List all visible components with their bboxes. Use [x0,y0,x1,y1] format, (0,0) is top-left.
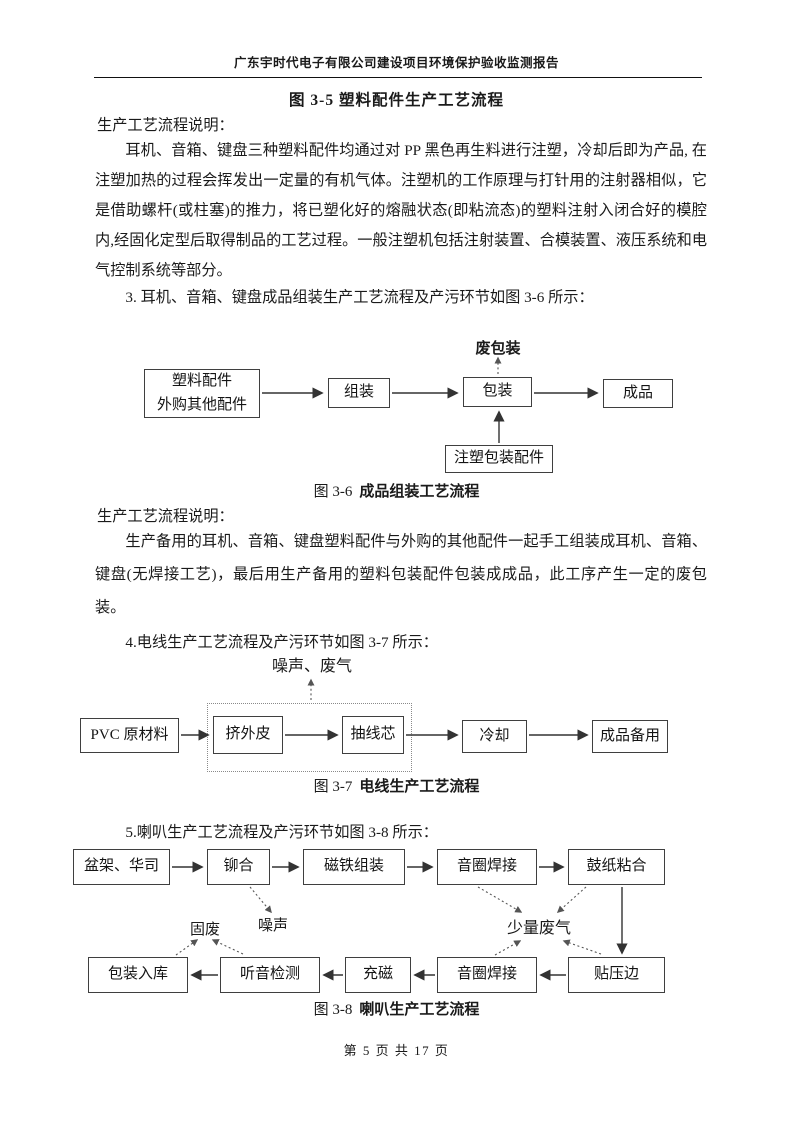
figure-3-7-caption-text: 电线生产工艺流程 [359,779,480,795]
fig36-node-plastic-parts: 塑料配件 外购其他配件 [144,369,260,418]
fig38-noise-label: 噪声 [258,918,289,934]
arrow-rivet-to-noise [249,886,272,914]
fig37-noise-gas-label: 噪声、废气 [272,658,353,675]
figure-3-6-caption-text: 成品组装工艺流程 [359,484,480,500]
figure-3-6-caption-number: 图 3-6 [313,484,353,500]
process-note-label-1: 生产工艺流程说明： [97,117,234,134]
fig37-node-extrude-sheath: 挤外皮 [213,716,283,754]
figure-3-7-caption-number: 图 3-7 [313,779,353,795]
figure-3-8-caption-text: 喇叭生产工艺流程 [359,1002,480,1018]
fig36-node-plastic-parts-line2: 外购其他配件 [156,396,247,413]
fig38-node-edge-press: 贴压边 [568,957,665,993]
assembly-heading: 3. 耳机、音箱、键盘成品组装生产工艺流程及产污环节如图 3-6 所示： [125,289,594,306]
fig38-node-voice-coil-weld-top: 音圈焊接 [437,849,537,885]
fig38-node-magnetize: 充磁 [345,957,411,993]
fig37-node-draw-core: 抽线芯 [342,716,404,754]
figure-3-5-title: 图 3-5 塑料配件生产工艺流程 [289,92,504,109]
arrow-weld2-to-gas [494,940,522,956]
fig36-node-plastic-parts-line1: 塑料配件 [171,373,232,390]
page-number-footer: 第 5 页 共 17 页 [343,1043,450,1058]
arrow-listen-to-solidwaste [211,939,244,955]
fig36-node-pack: 包装 [463,377,532,407]
fig38-node-frame-washer: 盆架、华司 [73,849,170,885]
figure-3-7-caption: 图 3-7 电线生产工艺流程 [0,775,793,796]
fig38-gas-label: 少量废气 [507,920,572,937]
fig36-node-molded-packing-parts: 注塑包装配件 [445,445,553,473]
arrow-cone-to-gas [556,886,587,913]
injection-paragraph: 耳机、音箱、键盘三种塑料配件均通过对 PP 黑色再生料进行注塑，冷却后即为产品,… [95,142,707,279]
fig36-waste-packaging-label: 废包装 [475,341,521,357]
process-note-label-2: 生产工艺流程说明： [97,508,234,525]
fig38-node-magnet-assembly: 磁铁组装 [303,849,405,885]
fig36-node-assemble: 组装 [328,378,390,408]
fig38-node-cone-glue: 鼓纸粘合 [568,849,665,885]
fig38-solid-waste-label: 固废 [190,922,221,938]
fig38-node-riveting: 铆合 [207,849,270,885]
fig38-node-listen-test: 听音检测 [220,957,320,993]
fig36-node-product: 成品 [603,379,673,408]
speaker-heading: 5.喇叭生产工艺流程及产污环节如图 3-8 所示： [125,824,438,841]
wire-heading: 4.电线生产工艺流程及产污环节如图 3-7 所示： [125,634,438,651]
assembly-paragraph: 生产备用的耳机、音箱、键盘塑料配件与外购的其他配件一起手工组装成耳机、音箱、键盘… [95,533,707,616]
fig38-node-voice-coil-weld-bottom: 音圈焊接 [437,957,537,993]
arrow-packstore-to-solidwaste [175,939,199,956]
fig37-node-cooling: 冷却 [462,720,527,753]
fig38-node-pack-store: 包装入库 [88,957,188,993]
fig37-node-finished-stock: 成品备用 [592,720,668,753]
fig36-arrows [262,356,599,443]
figure-3-6-caption: 图 3-6 成品组装工艺流程 [0,480,793,501]
arrow-weld-to-gas [477,886,523,913]
figure-3-8-caption: 图 3-8 喇叭生产工艺流程 [0,998,793,1019]
fig37-node-pvc-raw: PVC 原材料 [80,718,179,753]
header-rule [94,77,702,78]
report-header-title: 广东宇时代电子有限公司建设项目环境保护验收监测报告 [233,56,559,70]
arrow-edgepress-to-gas [562,939,602,955]
figure-3-8-caption-number: 图 3-8 [313,1002,353,1018]
